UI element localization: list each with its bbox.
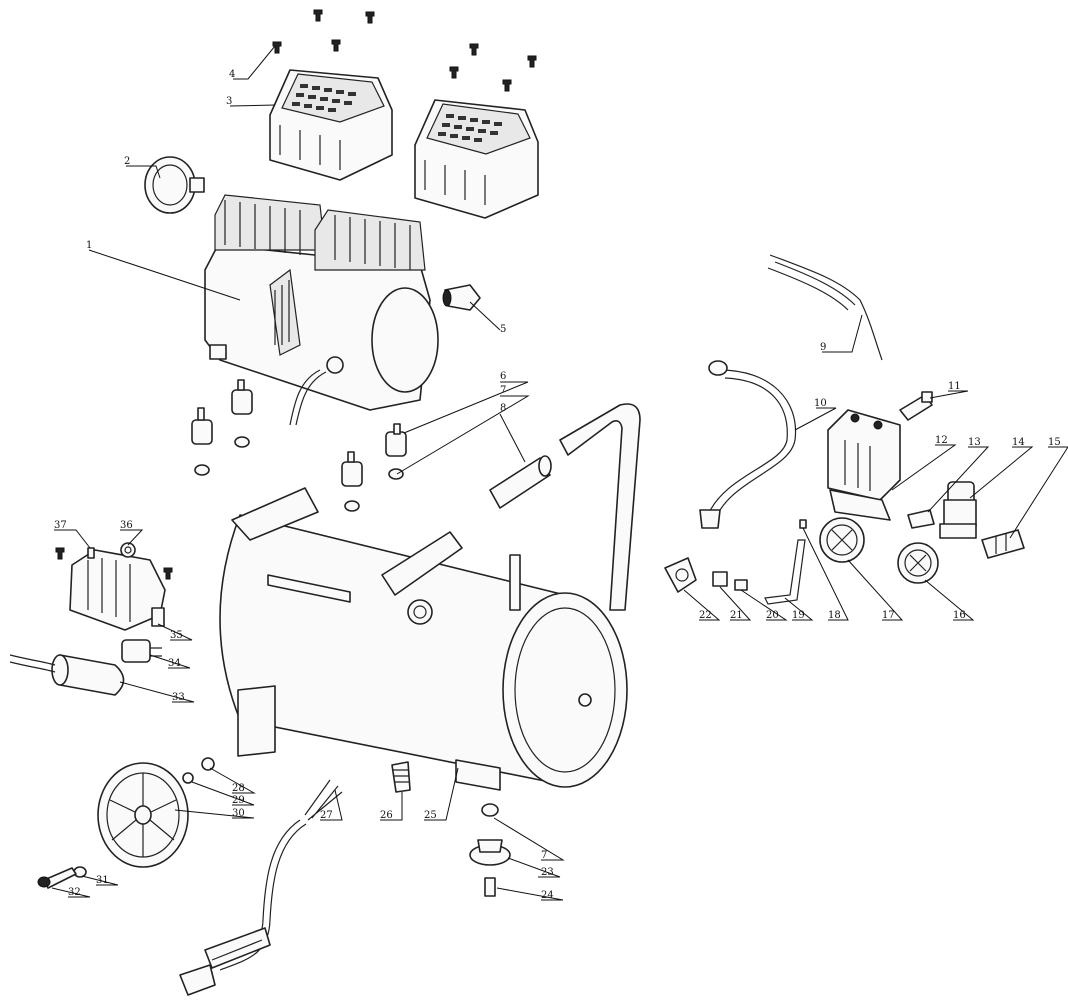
callout-13: 13 (968, 437, 981, 448)
nut-washer-37-36 (87, 542, 136, 559)
callout-32: 32 (68, 887, 81, 898)
callout-20: 20 (766, 610, 779, 621)
pump-motor-assembly (204, 194, 439, 426)
gauge-large (819, 517, 865, 563)
callout-7b: 7 (541, 850, 547, 861)
quick-coupler (981, 529, 1025, 559)
wheel-fasteners (37, 757, 215, 889)
small-fittings (664, 519, 807, 605)
callout-12: 12 (935, 435, 948, 446)
leader-lines (51, 45, 1068, 901)
drain-valve (391, 761, 411, 793)
safety-valve (899, 391, 933, 421)
wheel (97, 762, 189, 868)
callout-34: 34 (168, 658, 181, 669)
switch-plug (151, 607, 165, 627)
head-cover-right (414, 99, 539, 219)
capacitor (9, 654, 125, 696)
screws-group-right (449, 43, 537, 92)
callout-18: 18 (828, 610, 841, 621)
callout-25: 25 (424, 810, 437, 821)
callout-7: 7 (500, 385, 506, 396)
head-cover-left (269, 69, 393, 181)
callout-1: 1 (86, 240, 92, 251)
screws-group-left (272, 9, 375, 54)
callout-4: 4 (229, 69, 235, 80)
callout-8: 8 (500, 403, 506, 414)
handle-grip (489, 455, 552, 509)
callout-15: 15 (1048, 437, 1061, 448)
pressure-switch (827, 409, 901, 521)
callout-29: 29 (232, 795, 245, 806)
callout-26: 26 (380, 810, 393, 821)
nipple-fitting (907, 509, 935, 529)
callout-19: 19 (792, 610, 805, 621)
callout-28: 28 (232, 783, 245, 794)
callout-36: 36 (120, 520, 133, 531)
callout-3: 3 (226, 96, 232, 107)
callout-11: 11 (948, 381, 961, 392)
callout-14: 14 (1012, 437, 1025, 448)
gauge-small (897, 542, 939, 584)
callout-21: 21 (730, 610, 743, 621)
callout-16: 16 (953, 610, 966, 621)
callout-30: 30 (232, 808, 245, 819)
callout-35: 35 (170, 630, 183, 641)
callout-37: 37 (54, 520, 67, 531)
callout-9: 9 (820, 342, 826, 353)
callout-31: 31 (96, 875, 109, 886)
callout-27: 27 (320, 810, 333, 821)
callout-17: 17 (882, 610, 895, 621)
tank-handle (559, 403, 641, 611)
power-cable-short (767, 254, 883, 361)
power-cord (179, 779, 343, 996)
callout-24: 24 (541, 890, 554, 901)
rubber-mounts (191, 379, 407, 512)
capacitor-cover (55, 547, 173, 631)
rubber-foot (469, 803, 511, 897)
callout-2: 2 (124, 156, 130, 167)
callout-23: 23 (541, 867, 554, 878)
callout-10: 10 (814, 398, 827, 409)
air-filter (144, 156, 205, 214)
pressure-regulator (939, 481, 977, 539)
callout-6: 6 (500, 371, 506, 382)
air-tank (219, 487, 628, 791)
thermal-protector (121, 639, 162, 663)
callout-33: 33 (172, 692, 185, 703)
callout-5: 5 (500, 324, 506, 335)
callout-labels: 1 2 3 4 5 6 7 8 9 10 11 12 13 14 15 16 1… (54, 69, 1061, 901)
connecting-hose (699, 360, 797, 529)
callout-22: 22 (699, 610, 712, 621)
